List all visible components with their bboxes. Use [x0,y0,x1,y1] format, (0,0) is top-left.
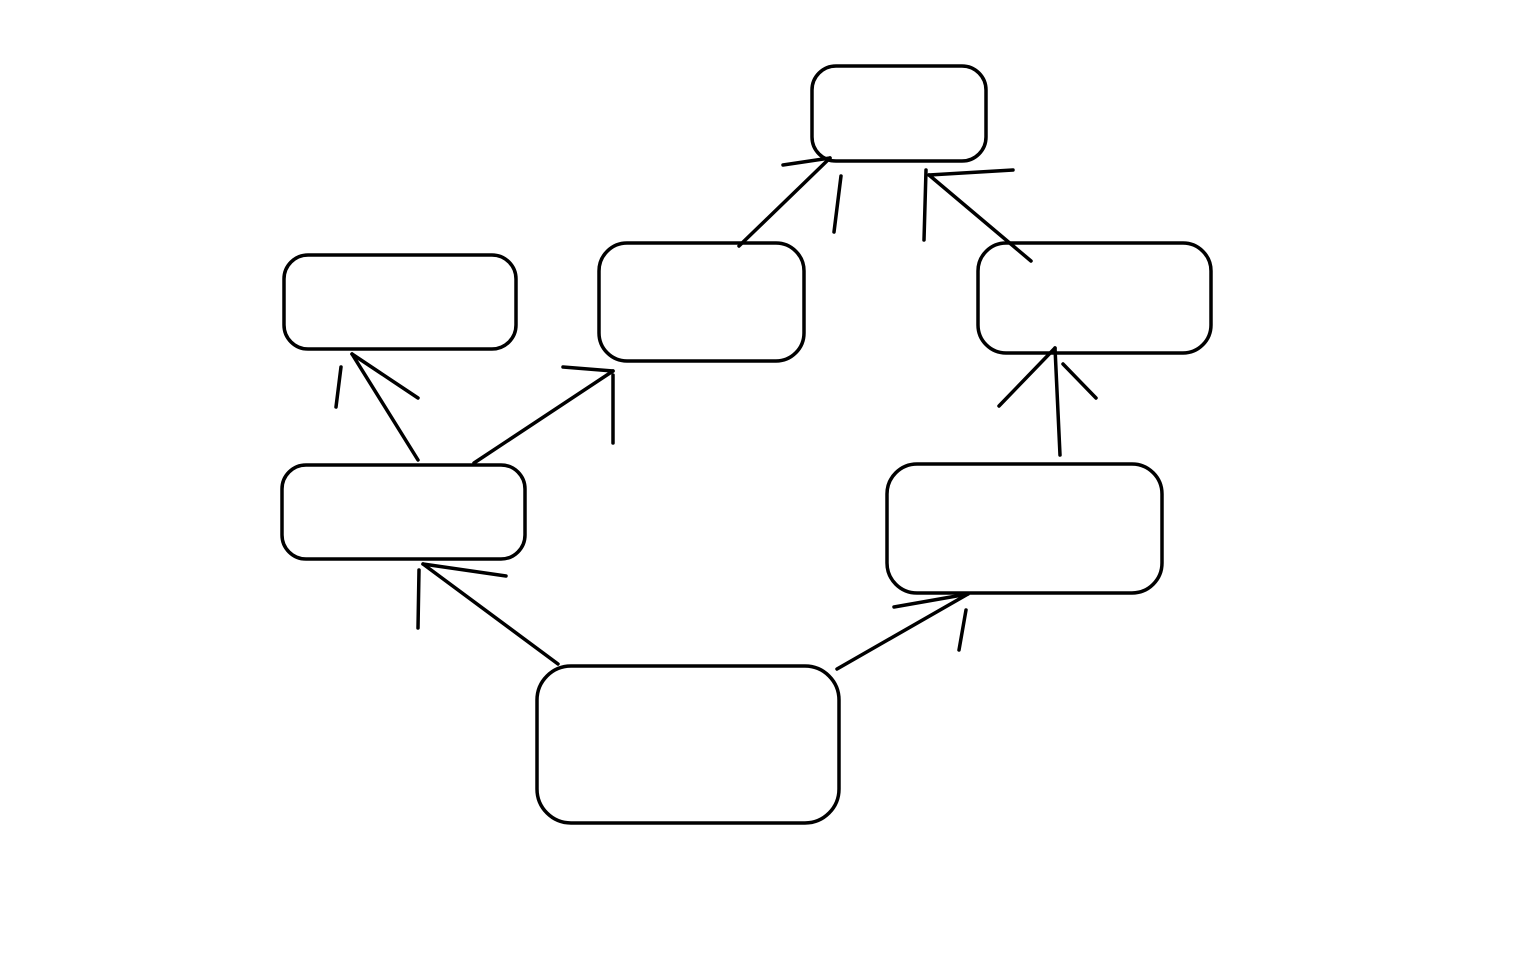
arrow-stroke-mark [832,174,843,234]
node-top [810,64,988,163]
edge-line [421,562,560,666]
arrow-stroke-mark [922,168,928,242]
arrow-stroke-mark [957,608,968,652]
node-mid-right [885,462,1164,595]
arrow-stroke-mark [416,568,421,630]
edge-upper-center-to-top [737,156,843,248]
arrowhead [350,352,420,400]
arrowhead [997,346,1057,408]
edge-line [350,352,420,462]
edge-mid-left-to-top-left [334,352,420,462]
node-upper-center [597,241,806,363]
edge-bottom-center-to-mid-right [835,592,970,671]
edge-line [1053,346,1062,457]
diagram-edges [334,156,1098,671]
node-bottom-center [535,664,841,825]
node-mid-left [280,463,527,561]
arrowhead [421,562,508,578]
edge-line [927,173,1033,263]
edge-line [737,156,832,248]
edge-bottom-center-to-mid-left [416,562,560,666]
edge-mid-right-to-upper-right [997,346,1098,457]
arrowhead [561,365,615,373]
arrow-stroke-mark [1061,362,1098,400]
node-upper-right [976,241,1213,355]
edge-mid-left-to-upper-center [472,365,615,465]
arrowhead [781,156,832,167]
arrow-stroke-mark [334,365,343,409]
arrowhead [892,592,970,609]
node-top-left [282,253,518,351]
edge-upper-right-to-top [922,168,1033,263]
edge-line [472,369,615,465]
arrowhead [927,168,1015,177]
edge-line [835,592,970,671]
diagram-nodes [280,64,1213,825]
